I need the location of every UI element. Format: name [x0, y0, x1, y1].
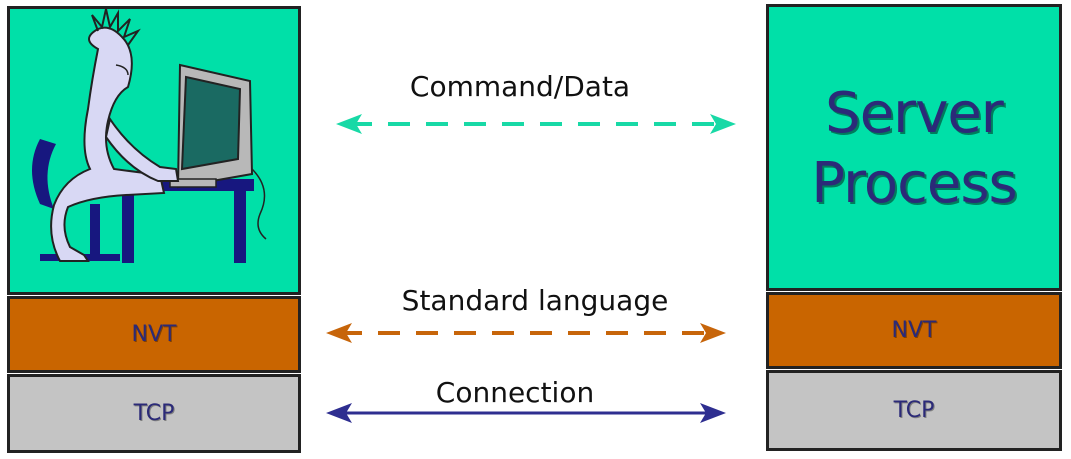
- server-label-line1: Server: [825, 81, 1004, 146]
- standard-language-label: Standard language: [401, 284, 669, 317]
- connection-label: Connection: [435, 376, 595, 409]
- client-application-box: [7, 6, 301, 295]
- command-data-label: Command/Data: [409, 70, 631, 103]
- command-data-arrow: [336, 114, 736, 134]
- server-process-label: Server Process: [769, 79, 1059, 219]
- client-tcp-label: TCP: [133, 401, 175, 426]
- standard-language-arrow: [326, 323, 726, 343]
- server-nvt-layer: NVT: [766, 292, 1062, 369]
- server-process-box: Server Process: [766, 4, 1062, 291]
- server-nvt-label: NVT: [891, 318, 937, 343]
- server-label-line2: Process: [811, 151, 1017, 216]
- client-tcp-layer: TCP: [7, 374, 301, 453]
- client-nvt-layer: NVT: [7, 296, 301, 373]
- server-tcp-layer: TCP: [766, 370, 1062, 451]
- person-at-computer-icon: [32, 9, 267, 263]
- client-nvt-label: NVT: [131, 322, 177, 347]
- server-tcp-label: TCP: [893, 398, 935, 423]
